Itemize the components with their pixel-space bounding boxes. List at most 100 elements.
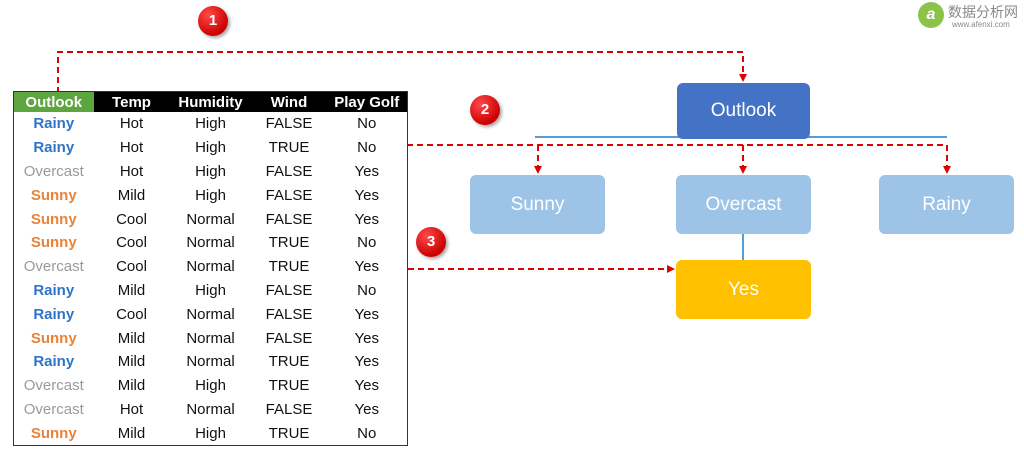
watermark-url: www.afenxi.com [952, 20, 1010, 29]
table-row: Rainy Mild Normal TRUE Yes [14, 350, 408, 374]
cell-outlook: Rainy [33, 115, 75, 133]
cell-humidity: High [195, 424, 226, 442]
cell-outlook: Overcast [23, 162, 84, 180]
cell-outlook: Overcast [23, 400, 84, 418]
tree-leaf-yes-label: Yes [728, 278, 759, 300]
cell-outlook: Sunny [30, 424, 77, 442]
cell-temp: Hot [119, 139, 144, 157]
cell-wind: FALSE [265, 305, 313, 323]
watermark-logo-icon: a [918, 2, 944, 28]
cell-wind: TRUE [268, 139, 310, 157]
cell-outlook: Overcast [23, 258, 84, 276]
header-play-golf: Play Golf [326, 91, 408, 112]
cell-wind: FALSE [265, 329, 313, 347]
cell-humidity: High [195, 162, 226, 180]
cell-wind: TRUE [268, 424, 310, 442]
cell-wind: TRUE [268, 377, 310, 395]
cell-humidity: Normal [186, 210, 235, 228]
cell-play-golf: No [357, 234, 377, 252]
cell-outlook: Rainy [33, 353, 75, 371]
tree-node-overcast-label: Overcast [705, 193, 782, 215]
cell-play-golf: No [357, 115, 377, 133]
cell-outlook: Sunny [30, 329, 77, 347]
cell-wind: FALSE [265, 281, 313, 299]
cell-play-golf: Yes [354, 186, 379, 204]
tree-node-root: Outlook [677, 83, 810, 139]
cell-play-golf: Yes [354, 329, 379, 347]
cell-temp: Cool [116, 234, 147, 252]
cell-play-golf: No [357, 281, 377, 299]
cell-outlook: Sunny [30, 186, 77, 204]
cell-outlook: Overcast [23, 377, 84, 395]
tree-node-overcast: Overcast [676, 175, 811, 234]
cell-humidity: Normal [186, 400, 235, 418]
arrow-1-path [57, 51, 747, 93]
cell-humidity: High [195, 281, 226, 299]
cell-wind: TRUE [268, 258, 310, 276]
table-header-row: Outlook Temp Humidity Wind Play Golf [13, 91, 408, 112]
tree-leaf-yes: Yes [676, 260, 811, 319]
tree-node-rainy-label: Rainy [922, 193, 971, 215]
cell-temp: Cool [116, 210, 147, 228]
table-row: Sunny Mild High FALSE Yes [14, 183, 408, 207]
table-row: Overcast Cool Normal TRUE Yes [14, 255, 408, 279]
cell-outlook: Rainy [33, 281, 75, 299]
header-humidity: Humidity [169, 91, 252, 112]
cell-temp: Hot [119, 115, 144, 133]
header-wind: Wind [251, 91, 327, 112]
golf-data-table: Outlook Temp Humidity Wind Play Golf Rai… [13, 91, 408, 447]
cell-humidity: High [195, 186, 226, 204]
header-outlook: Outlook [13, 91, 94, 112]
cell-temp: Hot [119, 400, 144, 418]
tree-node-sunny: Sunny [470, 175, 605, 234]
tree-node-sunny-label: Sunny [510, 193, 565, 215]
table-row: Overcast Hot Normal FALSE Yes [14, 398, 408, 422]
cell-temp: Cool [116, 258, 147, 276]
cell-humidity: Normal [186, 234, 235, 252]
watermark-name: 数据分析网 [948, 5, 1018, 21]
cell-wind: FALSE [265, 210, 313, 228]
cell-humidity: High [195, 139, 226, 157]
cell-play-golf: Yes [354, 210, 379, 228]
cell-temp: Mild [117, 377, 146, 395]
cell-temp: Mild [117, 424, 146, 442]
tree-node-root-label: Outlook [710, 100, 777, 121]
cell-wind: FALSE [265, 400, 313, 418]
cell-play-golf: Yes [354, 305, 379, 323]
cell-temp: Hot [119, 162, 144, 180]
tree-node-rainy: Rainy [879, 175, 1014, 234]
cell-outlook: Rainy [33, 305, 75, 323]
cell-play-golf: Yes [354, 400, 379, 418]
table-row: Overcast Hot High FALSE Yes [14, 160, 408, 184]
cell-wind: FALSE [265, 186, 313, 204]
table-row: Sunny Cool Normal FALSE Yes [14, 207, 408, 231]
cell-humidity: High [195, 377, 226, 395]
cell-outlook: Sunny [30, 234, 77, 252]
cell-wind: TRUE [268, 353, 310, 371]
cell-humidity: Normal [186, 305, 235, 323]
cell-play-golf: Yes [354, 258, 379, 276]
cell-play-golf: Yes [354, 353, 379, 371]
cell-temp: Mild [117, 353, 146, 371]
cell-wind: FALSE [265, 162, 313, 180]
cell-humidity: Normal [186, 329, 235, 347]
cell-outlook: Sunny [30, 210, 77, 228]
cell-temp: Mild [117, 186, 146, 204]
cell-play-golf: Yes [354, 377, 379, 395]
step-marker-3: 3 [416, 227, 446, 257]
cell-humidity: Normal [186, 353, 235, 371]
cell-play-golf: No [357, 424, 377, 442]
cell-play-golf: Yes [354, 162, 379, 180]
table-row: Overcast Mild High TRUE Yes [14, 374, 408, 398]
step-marker-2: 2 [470, 95, 500, 125]
cell-play-golf: No [357, 139, 377, 157]
step-marker-1: 1 [198, 6, 228, 36]
cell-humidity: Normal [186, 258, 235, 276]
